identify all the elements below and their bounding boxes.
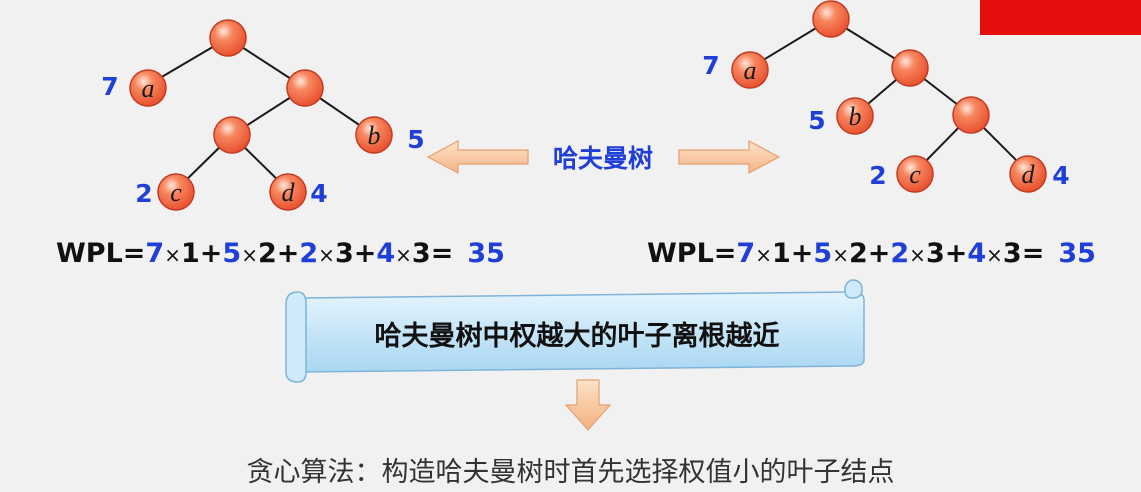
wpl-left-term-weight: 5 <box>222 238 242 269</box>
right-tree-edges <box>749 18 1029 173</box>
left-leaf-a-letter: a <box>142 74 155 103</box>
left-leaf-c-letter: c <box>170 178 182 207</box>
wpl-right-term-weight: 4 <box>967 238 987 269</box>
right-leaf-d-letter: d <box>1022 160 1036 189</box>
wpl-right: WPL=7×1+5×2+2×3+4×3=35 <box>647 238 1096 269</box>
right-leaf-b: b 5 <box>808 97 874 135</box>
left-leaf-b: b 5 <box>355 116 425 154</box>
left-internal-node-1 <box>286 69 324 107</box>
right-leaf-c-weight: 2 <box>869 161 886 190</box>
banner-text: 哈夫曼树中权越大的叶子离根越近 <box>375 320 780 352</box>
arrow-left-icon <box>426 140 529 174</box>
right-tree: a 7 b 5 c 2 d 4 <box>702 0 1070 193</box>
wpl-left-result: 35 <box>467 238 505 269</box>
right-internal-node-2 <box>952 96 990 134</box>
right-leaf-d: d 4 <box>1009 155 1070 193</box>
wpl-left-term-weight: 7 <box>145 238 165 269</box>
wpl-left: WPL=7×1+5×2+2×3+4×3=35 <box>56 238 505 269</box>
right-leaf-a: a 7 <box>702 51 769 89</box>
left-leaf-b-weight: 5 <box>407 125 424 154</box>
wpl-right-term-weight: 7 <box>736 238 756 269</box>
wpl-left-term-weight: 2 <box>299 238 319 269</box>
right-leaf-b-letter: b <box>849 102 862 131</box>
wpl-left-term-depth: 3 <box>411 238 431 269</box>
wpl-right-term-depth: 1 <box>771 238 791 269</box>
left-root-node <box>209 19 247 57</box>
right-leaf-d-weight: 4 <box>1052 161 1069 190</box>
down-arrow-icon <box>564 379 612 431</box>
right-root-node <box>812 0 850 38</box>
scroll-banner: 哈夫曼树中权越大的叶子离根越近 <box>285 279 865 383</box>
wpl-right-term-depth: 3 <box>1002 238 1022 269</box>
right-leaf-c-letter: c <box>909 160 921 189</box>
wpl-left-term-weight: 4 <box>376 238 396 269</box>
wpl-right-term-weight: 5 <box>813 238 833 269</box>
left-leaf-d: d 4 <box>269 173 328 211</box>
wpl-right-term-depth: 2 <box>848 238 868 269</box>
corner-accent <box>980 0 1141 35</box>
footer-text: 贪心算法：构造哈夫曼树时首先选择权值小的叶子结点 <box>246 457 895 488</box>
right-leaf-b-weight: 5 <box>808 106 825 135</box>
wpl-left-prefix: WPL= <box>56 238 146 269</box>
arrow-label: 哈夫曼树 <box>553 144 653 173</box>
left-tree: a 7 b 5 c 2 d 4 <box>101 19 425 211</box>
wpl-left-term-depth: 3 <box>334 238 354 269</box>
right-leaf-c: c 2 <box>869 155 934 193</box>
left-leaf-a: a 7 <box>101 69 167 107</box>
arrow-right-icon <box>678 140 781 174</box>
left-internal-node-2 <box>213 116 251 154</box>
left-leaf-a-weight: 7 <box>101 72 118 101</box>
double-arrow: 哈夫曼树 <box>426 140 781 174</box>
right-leaf-a-weight: 7 <box>702 51 719 80</box>
right-internal-node-1 <box>891 49 929 87</box>
left-leaf-c-weight: 2 <box>135 179 152 208</box>
wpl-left-term-depth: 2 <box>257 238 277 269</box>
wpl-left-term-depth: 1 <box>180 238 200 269</box>
left-leaf-b-letter: b <box>368 121 381 150</box>
scroll-left-roll <box>285 291 307 383</box>
left-leaf-d-weight: 4 <box>310 179 327 208</box>
left-leaf-c: c 2 <box>135 173 195 211</box>
left-leaf-d-letter: d <box>282 178 296 207</box>
left-tree-edges <box>147 37 375 191</box>
scroll-right-roll <box>844 279 863 299</box>
wpl-right-result: 35 <box>1058 238 1096 269</box>
wpl-right-prefix: WPL= <box>647 238 737 269</box>
wpl-right-term-depth: 3 <box>925 238 945 269</box>
wpl-right-term-weight: 2 <box>890 238 910 269</box>
right-leaf-a-letter: a <box>744 56 757 85</box>
